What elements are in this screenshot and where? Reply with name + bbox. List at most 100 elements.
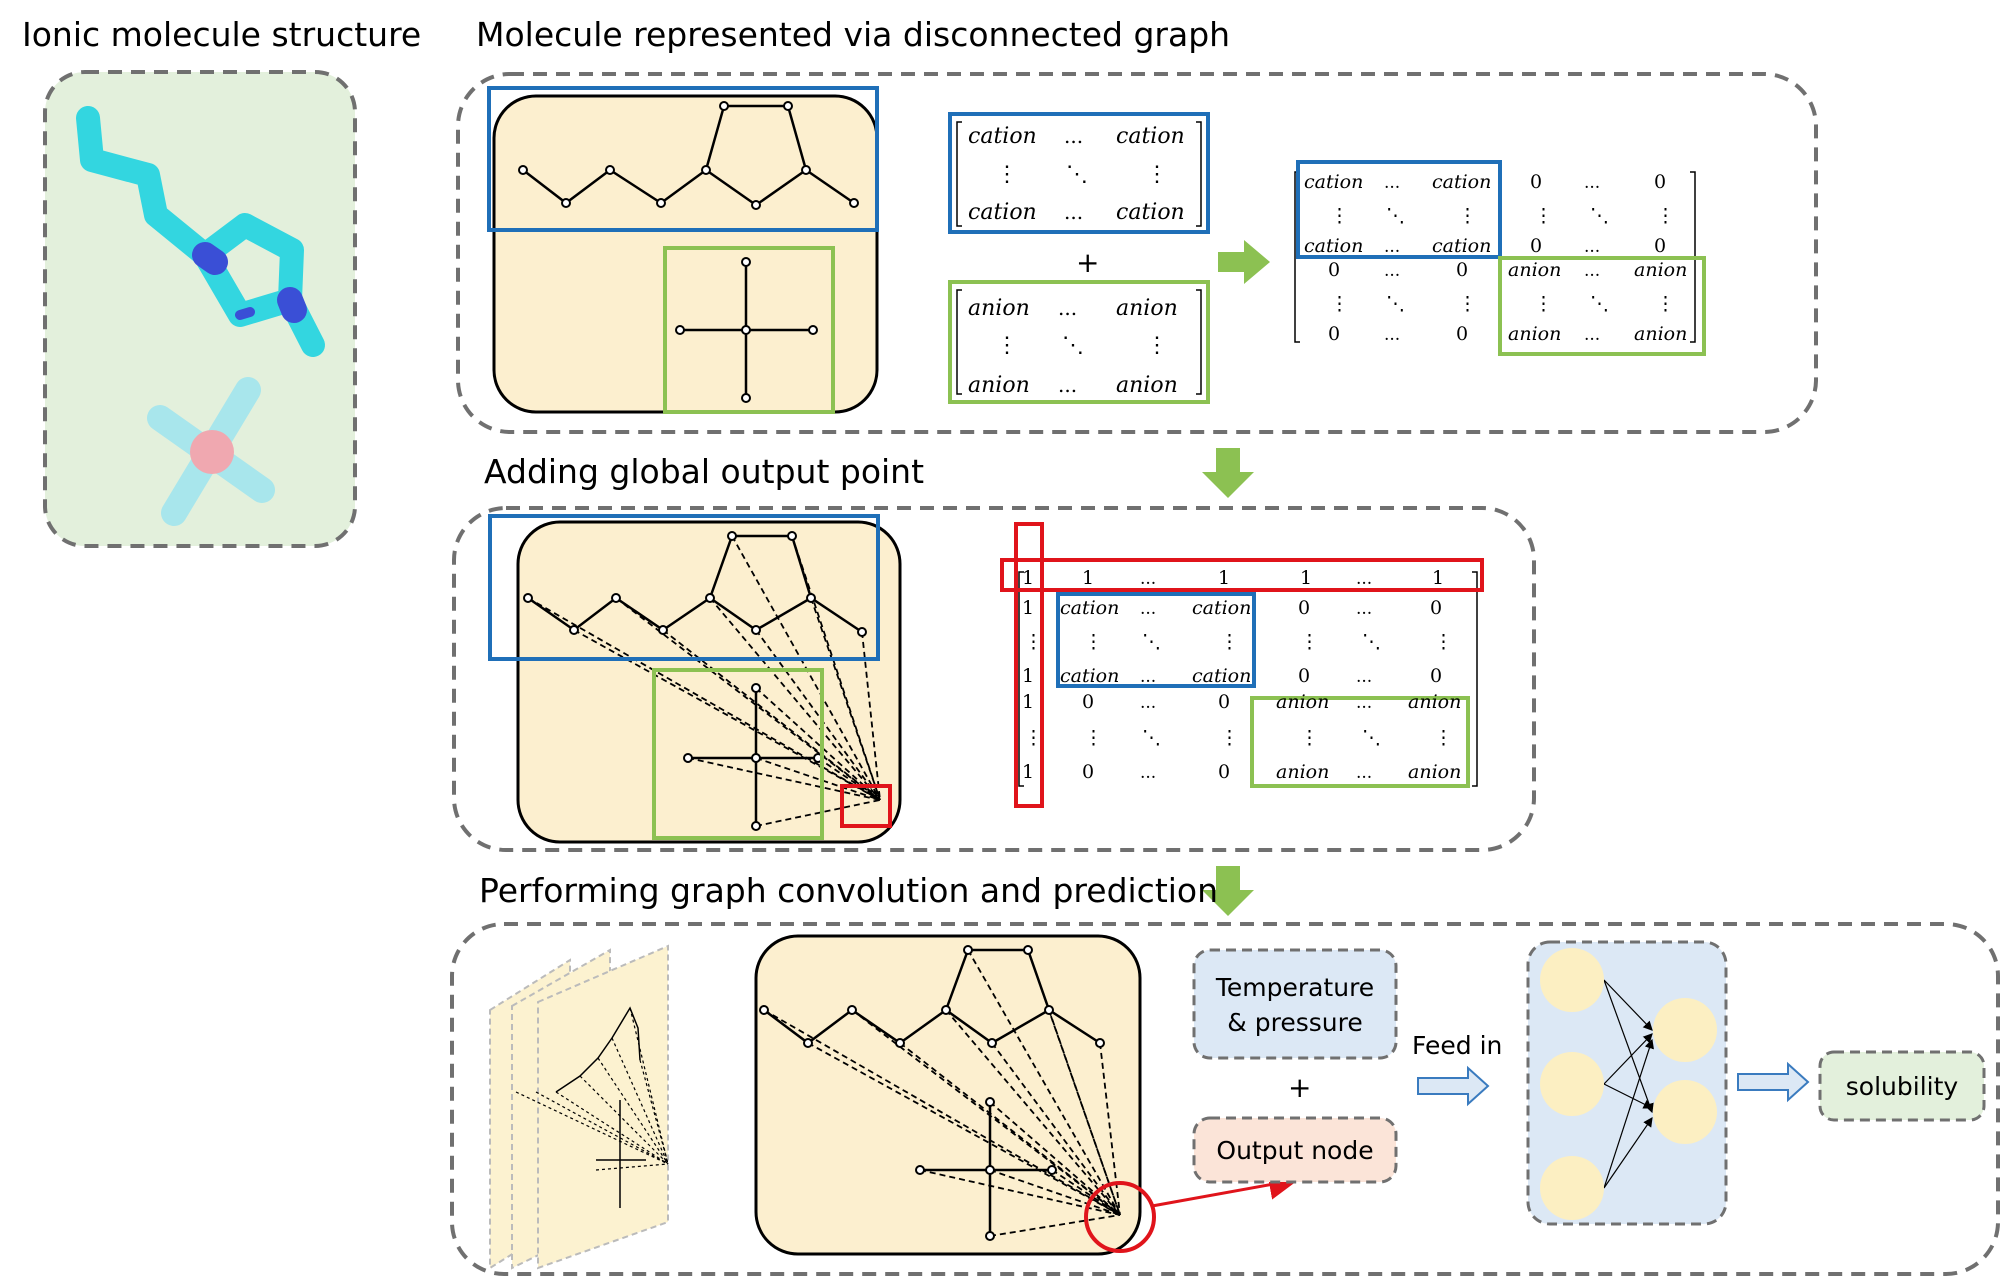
cell-one: 1 (1022, 665, 1034, 687)
conv-panel: Temperature & pressure + Output node Fee… (450, 922, 2000, 1276)
output-node-circle (1084, 1181, 1156, 1253)
augmented-matrix: 1 1 ... 1 1 ... 1 1 cation ... cation 0 … (1000, 522, 1484, 808)
temp-label-1: Temperature (1215, 973, 1374, 1002)
cation-matrix: cation ... cation ⋮ ⋱ ⋮ cation ... catio… (948, 112, 1210, 234)
cell-dots: ... (1584, 237, 1600, 257)
cell-dots: ... (1384, 261, 1400, 281)
cell-vdots: ⋮ (1084, 727, 1103, 749)
cell-dots: ... (1064, 200, 1083, 224)
cell-vdots: ⋮ (1458, 293, 1477, 315)
cell-dots: ... (1058, 373, 1077, 397)
output-arrow (1737, 1061, 1810, 1103)
cell-ddots: ⋱ (1142, 631, 1161, 653)
cell-cation: cation (1304, 171, 1363, 193)
disconnected-panel: cation ... cation ⋮ ⋱ ⋮ cation ... catio… (456, 72, 1818, 434)
cell-vdots: ⋮ (1330, 293, 1349, 315)
cell-dots: ... (1384, 237, 1400, 257)
cell-dots: ... (1140, 693, 1156, 713)
cell-one: 1 (1022, 597, 1034, 619)
cell-one: 1 (1082, 567, 1094, 589)
cell-one: 1 (1218, 567, 1230, 589)
cell-dots: ... (1356, 763, 1372, 783)
cell-anion: anion (1508, 259, 1561, 281)
output-node-label: Output node (1216, 1136, 1373, 1165)
cell-dots: ... (1140, 599, 1156, 619)
cell-zero: 0 (1298, 665, 1310, 687)
cell-anion: anion (1634, 323, 1687, 345)
cell-ddots: ⋱ (1142, 727, 1161, 749)
cell-ddots: ⋱ (1590, 293, 1609, 315)
cell-cation: cation (1192, 665, 1251, 687)
cell-vdots: ⋮ (1220, 631, 1239, 653)
output-node-highlight (840, 784, 892, 828)
cell-anion: anion (968, 373, 1030, 398)
cell-cation: cation (1192, 597, 1251, 619)
cell-ddots: ⋱ (1062, 333, 1084, 358)
global-title: Adding global output point (484, 452, 924, 491)
cell-ddots: ⋱ (1386, 293, 1405, 315)
cell-vdots: ⋮ (1146, 333, 1168, 358)
cell-one: 1 (1022, 761, 1034, 783)
cell-dots: ... (1356, 569, 1372, 589)
cell-vdots: ⋮ (1300, 727, 1319, 749)
solubility-label: solubility (1846, 1072, 1959, 1101)
anion-highlight (663, 246, 835, 414)
cell-ddots: ⋱ (1362, 727, 1381, 749)
cell-one: 1 (1300, 567, 1312, 589)
green-arrow-down-2 (1202, 866, 1254, 916)
cell-vdots: ⋮ (1434, 631, 1453, 653)
cell-cation: cation (968, 200, 1037, 225)
cell-dots: ... (1356, 667, 1372, 687)
cell-zero: 0 (1328, 323, 1340, 345)
cell-dots: ... (1384, 325, 1400, 345)
anion-matrix: anion ... anion ⋮ ⋱ ⋮ anion ... anion (948, 280, 1210, 404)
cell-zero: 0 (1654, 235, 1666, 257)
cation-highlight (487, 86, 879, 232)
output-pointer-arrow (1151, 1170, 1299, 1208)
cell-cation: cation (1060, 597, 1119, 619)
conv-title: Performing graph convolution and predict… (479, 871, 1218, 910)
green-arrow-down-1 (1202, 448, 1254, 498)
cell-one: 1 (1022, 691, 1034, 713)
cell-one: 1 (1432, 567, 1444, 589)
cell-cation: cation (1432, 171, 1491, 193)
cation-graph (522, 104, 855, 207)
cell-vdots: ⋮ (1656, 293, 1675, 315)
cell-cation: cation (1116, 124, 1185, 149)
cell-vdots: ⋮ (1458, 205, 1477, 227)
ionic-title: Ionic molecule structure (22, 15, 421, 54)
cell-ddots: ⋱ (1362, 631, 1381, 653)
cell-vdots: ⋮ (1024, 631, 1043, 653)
cell-dots: ... (1140, 667, 1156, 687)
cell-anion: anion (968, 296, 1030, 321)
cell-zero: 0 (1456, 259, 1468, 281)
cell-ddots: ⋱ (1386, 205, 1405, 227)
block-matrix: cation ... cation 0 ... 0 ⋮ ⋱ ⋮ ⋮ ⋱ ⋮ ca… (1294, 160, 1706, 356)
cell-zero: 0 (1328, 259, 1340, 281)
cell-vdots: ⋮ (1534, 293, 1553, 315)
ionic-panel (43, 70, 357, 548)
cell-zero: 0 (1430, 665, 1442, 687)
cell-zero: 0 (1298, 597, 1310, 619)
cell-zero: 0 (1082, 691, 1094, 713)
cell-vdots: ⋮ (1300, 631, 1319, 653)
global-panel: 1 1 ... 1 1 ... 1 1 cation ... cation 0 … (452, 506, 1536, 852)
anion-highlight (652, 668, 824, 840)
temperature-pressure-box: Temperature & pressure (1192, 948, 1398, 1060)
cell-vdots: ⋮ (1146, 162, 1168, 187)
cell-zero: 0 (1530, 171, 1542, 193)
cell-anion: anion (1408, 761, 1461, 783)
green-arrow-right (1218, 240, 1270, 284)
cell-anion: anion (1408, 691, 1461, 713)
cell-ddots: ⋱ (1066, 162, 1088, 187)
cell-dots: ... (1356, 599, 1372, 619)
cell-dots: ... (1140, 763, 1156, 783)
cell-vdots: ⋮ (996, 162, 1018, 187)
cell-zero: 0 (1218, 761, 1230, 783)
layer-stack-icon (489, 944, 669, 1270)
feed-in-label: Feed in (1412, 1031, 1502, 1060)
cell-vdots: ⋮ (1434, 727, 1453, 749)
cell-vdots: ⋮ (1330, 205, 1349, 227)
cell-dots: ... (1584, 325, 1600, 345)
